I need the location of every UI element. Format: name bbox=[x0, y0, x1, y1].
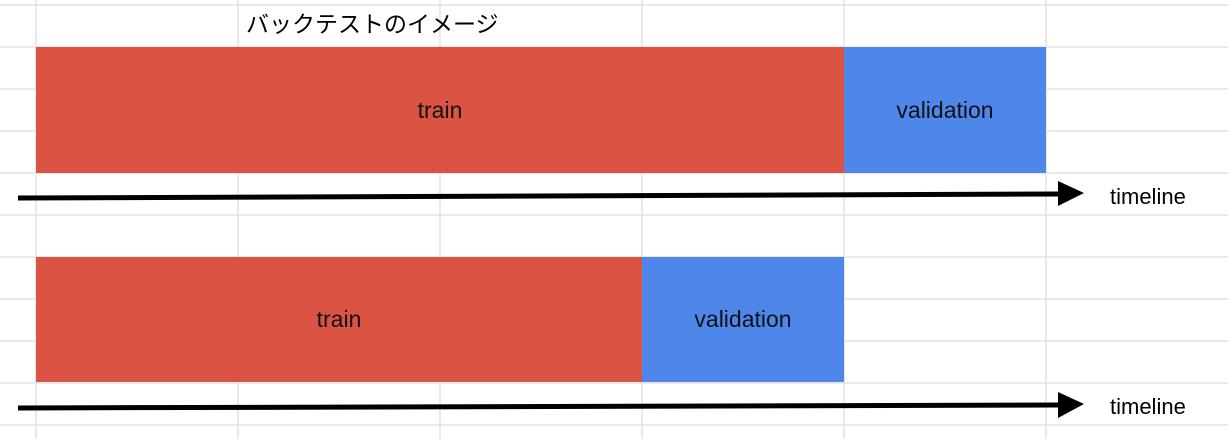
timeline-label-2: timeline bbox=[1110, 394, 1186, 419]
validation-label-1: validation bbox=[896, 96, 994, 123]
train-block-2: train bbox=[36, 257, 642, 382]
train-block-1: train bbox=[36, 47, 844, 173]
diagram-title: バックテストのイメージ bbox=[246, 12, 499, 38]
validation-block-2: validation bbox=[642, 257, 844, 382]
timeline-label-1: timeline bbox=[1110, 184, 1186, 209]
train-label-1: train bbox=[417, 96, 463, 123]
validation-block-1: validation bbox=[844, 47, 1046, 173]
train-label-2: train bbox=[316, 306, 362, 332]
validation-label-2: validation bbox=[694, 306, 792, 332]
